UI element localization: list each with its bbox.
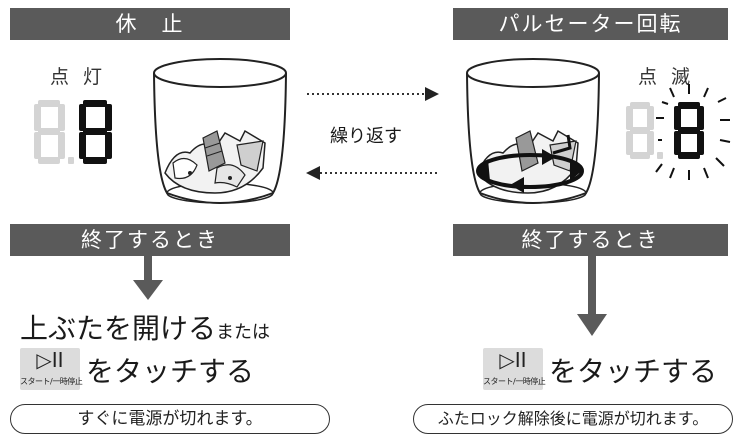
result-left: すぐに電源が切れます。 [10, 404, 330, 434]
dotted-arrow-left [306, 166, 438, 180]
end-header-left: 終了するとき [10, 224, 290, 256]
dotted-arrow-right [307, 87, 439, 101]
start-pause-caption: スタート/一時停止 [483, 377, 546, 386]
down-arrow-right [577, 256, 607, 336]
end-header-right: 終了するとき [453, 224, 728, 256]
blink-label: 点 滅 [638, 66, 695, 88]
start-pause-button-right[interactable]: ▷II スタート/一時停止 [483, 348, 546, 390]
touch-text-right: をタッチする [549, 355, 718, 388]
down-arrow-left [133, 256, 163, 300]
start-pause-button-left[interactable]: ▷II スタート/一時停止 [20, 348, 83, 390]
tub-illustration-rotating [466, 58, 600, 204]
touch-text-left: をタッチする [86, 355, 255, 388]
pulsator-rotation-header: パルセーター回転 [453, 8, 728, 40]
pause-header: 休 止 [10, 8, 290, 40]
play-pause-icon: ▷II [499, 348, 527, 372]
play-pause-icon: ▷II [36, 348, 64, 372]
lit-label: 点 灯 [50, 66, 107, 88]
open-lid-instruction: 上ぶたを開けるまたは [20, 312, 271, 345]
blink-segment-display [626, 84, 731, 180]
repeat-label: 繰り返す [330, 126, 402, 147]
tub-illustration-resting [153, 58, 287, 204]
result-right: ふたロック解除後に電源が切れます。 [413, 404, 733, 434]
start-pause-caption: スタート/一時停止 [20, 377, 83, 386]
lit-segment-display [34, 100, 112, 164]
